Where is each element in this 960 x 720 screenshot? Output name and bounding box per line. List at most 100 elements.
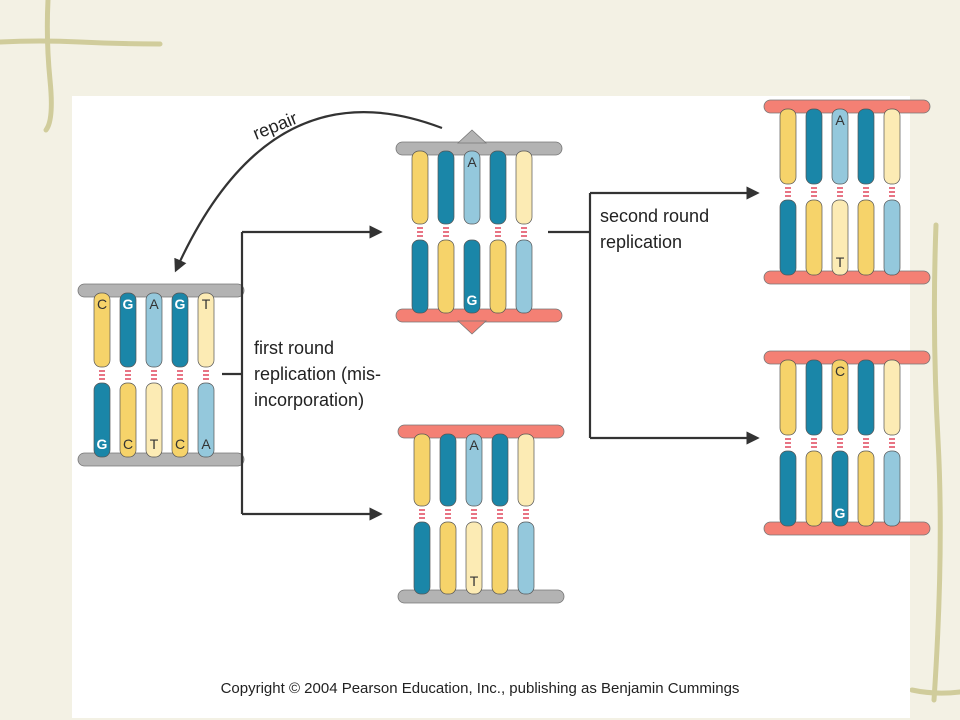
hydrogen-bond-correct_copy-4 xyxy=(523,509,529,519)
top-base-daughter_at-4 xyxy=(883,108,901,185)
second-round-bracket-arrows xyxy=(548,186,760,445)
bottom-base-daughter_cg-0 xyxy=(779,450,797,527)
hydrogen-bond-daughter_at-1 xyxy=(811,187,817,197)
bottom-base-correct_copy-0 xyxy=(413,521,431,595)
bottom-base-mismatch-3 xyxy=(489,239,507,314)
hydrogen-bond-daughter_cg-2 xyxy=(837,438,843,448)
top-base-mismatch-3 xyxy=(489,150,507,225)
hydrogen-bond-original-2 xyxy=(151,370,157,380)
mismatched-dna-molecule: AG xyxy=(395,129,563,335)
bottom-base-letter-original-3: C xyxy=(175,436,185,452)
hydrogen-bond-daughter_cg-1 xyxy=(811,438,817,448)
top-base-correct_copy-3 xyxy=(491,433,509,507)
hydrogen-bond-daughter_cg-0 xyxy=(785,438,791,448)
second-round-label-line2: replication xyxy=(600,232,682,252)
hydrogen-bond-mismatch-1 xyxy=(443,227,449,237)
correct-dna-copy: AT xyxy=(397,424,565,604)
hydrogen-bond-correct_copy-1 xyxy=(445,509,451,519)
top-base-correct_copy-0 xyxy=(413,433,431,507)
hydrogen-bond-correct_copy-3 xyxy=(497,509,503,519)
top-base-letter-daughter_at-2: A xyxy=(835,112,845,128)
top-base-daughter_cg-3 xyxy=(857,359,875,436)
bottom-base-correct_copy-2 xyxy=(465,521,483,595)
top-base-original-0 xyxy=(93,292,111,368)
bottom-base-letter-original-4: A xyxy=(201,436,211,452)
bottom-backbone-kink xyxy=(456,320,488,335)
top-base-correct_copy-1 xyxy=(439,433,457,507)
second-round-cg-daughter: CG xyxy=(763,350,931,536)
bottom-base-correct_copy-3 xyxy=(491,521,509,595)
bottom-base-daughter_at-1 xyxy=(805,199,823,276)
hydrogen-bond-daughter_at-3 xyxy=(863,187,869,197)
bottom-base-letter-original-0: G xyxy=(97,436,108,452)
bottom-base-letter-original-2: T xyxy=(150,436,159,452)
copyright-notice: Copyright © 2004 Pearson Education, Inc.… xyxy=(220,680,740,697)
vine-decoration-right xyxy=(909,222,960,703)
bottom-base-daughter_cg-1 xyxy=(805,450,823,527)
top-base-mismatch-0 xyxy=(411,150,429,225)
bottom-base-mismatch-0 xyxy=(411,239,429,314)
top-base-correct_copy-4 xyxy=(517,433,535,507)
bottom-base-correct_copy-4 xyxy=(517,521,535,595)
top-base-letter-original-4: T xyxy=(202,296,211,312)
bottom-base-daughter_cg-2 xyxy=(831,450,849,527)
top-base-correct_copy-2 xyxy=(465,433,483,507)
hydrogen-bond-original-0 xyxy=(99,370,105,380)
bottom-base-original-1 xyxy=(119,382,137,458)
top-base-letter-original-3: G xyxy=(175,296,186,312)
top-base-original-3 xyxy=(171,292,189,368)
bottom-base-original-2 xyxy=(145,382,163,458)
hydrogen-bond-daughter_at-2 xyxy=(837,187,843,197)
bottom-base-mismatch-1 xyxy=(437,239,455,314)
hydrogen-bond-correct_copy-2 xyxy=(471,509,477,519)
top-base-original-4 xyxy=(197,292,215,368)
bottom-base-daughter_at-0 xyxy=(779,199,797,276)
bottom-base-letter-correct_copy-2: T xyxy=(470,573,479,589)
top-backbone-kink xyxy=(456,129,488,144)
bottom-base-original-3 xyxy=(171,382,189,458)
bottom-base-original-0 xyxy=(93,382,111,458)
bottom-base-mismatch-2 xyxy=(463,239,481,314)
first-round-label-line3: incorporation) xyxy=(254,390,364,410)
hydrogen-bond-original-3 xyxy=(177,370,183,380)
hydrogen-bond-mismatch-4 xyxy=(521,227,527,237)
second-round-at-daughter: AT xyxy=(763,99,931,285)
hydrogen-bond-mismatch-3 xyxy=(495,227,501,237)
hydrogen-bond-original-1 xyxy=(125,370,131,380)
bottom-base-letter-daughter_at-2: T xyxy=(836,254,845,270)
top-base-daughter_at-2 xyxy=(831,108,849,185)
hydrogen-bond-correct_copy-0 xyxy=(419,509,425,519)
bottom-base-daughter_at-3 xyxy=(857,199,875,276)
bottom-base-letter-daughter_cg-2: G xyxy=(835,505,846,521)
bottom-base-mismatch-4 xyxy=(515,239,533,314)
top-base-daughter_at-1 xyxy=(805,108,823,185)
repair-arrow xyxy=(174,111,443,273)
bottom-base-original-4 xyxy=(197,382,215,458)
first-round-label-line2: replication (mis- xyxy=(254,364,381,384)
top-base-letter-original-0: C xyxy=(97,296,107,312)
first-round-label-line1: first round xyxy=(254,338,334,358)
top-base-daughter_cg-1 xyxy=(805,359,823,436)
top-base-letter-original-2: A xyxy=(149,296,159,312)
hydrogen-bond-mismatch-0 xyxy=(417,227,423,237)
bottom-base-letter-original-1: C xyxy=(123,436,133,452)
bottom-base-correct_copy-1 xyxy=(439,521,457,595)
top-base-original-1 xyxy=(119,292,137,368)
top-base-daughter_cg-0 xyxy=(779,359,797,436)
first-round-bracket-arrows xyxy=(222,225,383,521)
top-base-mismatch-2 xyxy=(463,150,481,225)
hydrogen-bond-daughter_at-0 xyxy=(785,187,791,197)
bottom-base-daughter_cg-4 xyxy=(883,450,901,527)
hydrogen-bond-original-4 xyxy=(203,370,209,380)
hydrogen-bond-daughter_cg-3 xyxy=(863,438,869,448)
top-base-letter-correct_copy-2: A xyxy=(469,437,479,453)
bottom-base-daughter_cg-3 xyxy=(857,450,875,527)
top-base-mismatch-1 xyxy=(437,150,455,225)
top-base-letter-original-1: G xyxy=(123,296,134,312)
top-base-original-2 xyxy=(145,292,163,368)
bottom-base-daughter_at-4 xyxy=(883,199,901,276)
top-base-daughter_at-3 xyxy=(857,108,875,185)
